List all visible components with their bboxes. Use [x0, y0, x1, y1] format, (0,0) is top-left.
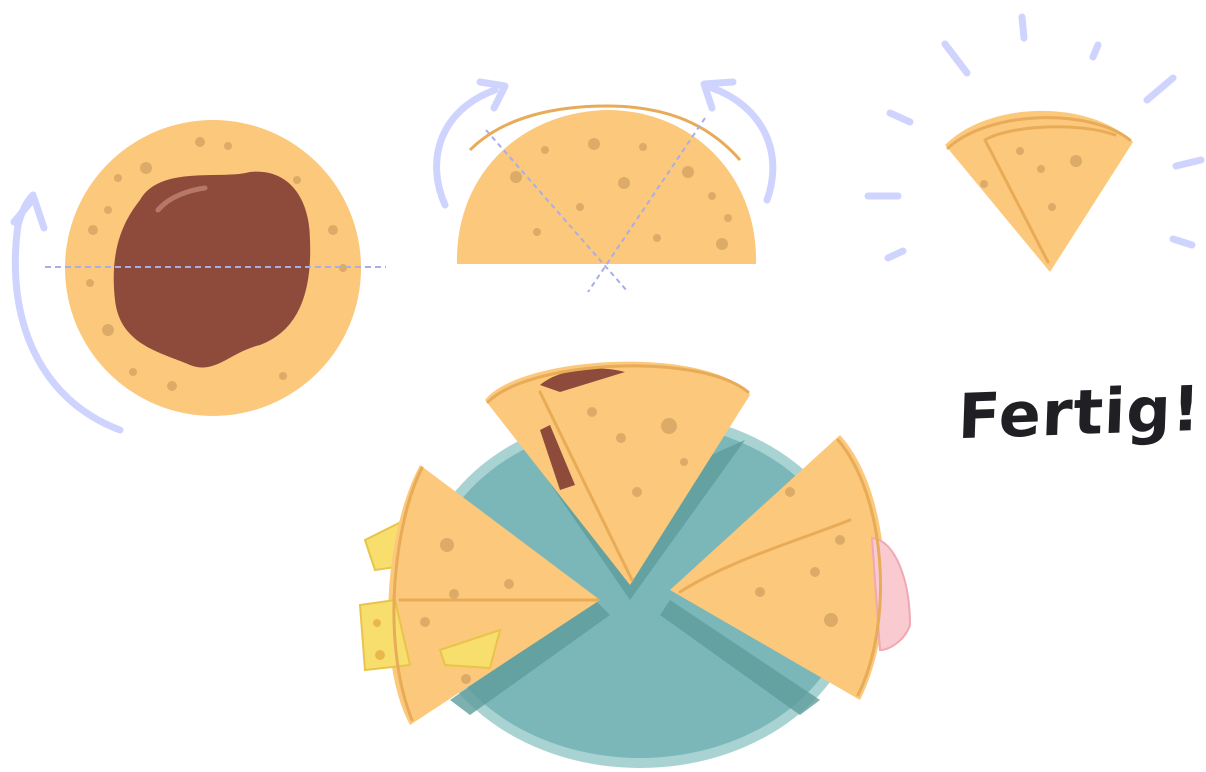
quarter-crepe-spots — [980, 147, 1082, 211]
curved-arrow-step2-left — [433, 86, 499, 209]
half-moon-crepe — [456, 110, 757, 264]
crepe-spots — [86, 137, 347, 391]
quarter-crepe-edge — [946, 116, 1132, 264]
step-1-crepe-with-spread — [10, 120, 386, 434]
ham-slice-2 — [870, 536, 912, 652]
diagonal-fold-lines — [485, 117, 706, 293]
step-2-half-crepe — [433, 78, 777, 293]
cheese-slice-3 — [438, 628, 502, 670]
cheese-slice-2 — [358, 598, 412, 672]
arrowhead-step2-left — [476, 78, 509, 112]
curved-arrow-step2-right — [708, 84, 777, 204]
arrowhead-left — [10, 194, 48, 232]
arrowhead-step2-right — [700, 78, 737, 112]
sparkle-lines — [864, 13, 1205, 262]
plate-crepe-cheese — [358, 465, 600, 725]
half-moon-edge — [468, 104, 742, 161]
spread-highlight — [155, 185, 208, 213]
chocolate-filling — [540, 368, 625, 490]
step-3-finished-crepe — [864, 13, 1205, 272]
done-label: Fertig! — [956, 371, 1203, 454]
plate-crepe-chocolate — [485, 361, 750, 585]
plate-crepe-ham — [670, 435, 912, 700]
chocolate-spread — [113, 171, 311, 368]
plate-with-crepes — [358, 361, 912, 768]
half-crepe-spots — [510, 138, 732, 250]
